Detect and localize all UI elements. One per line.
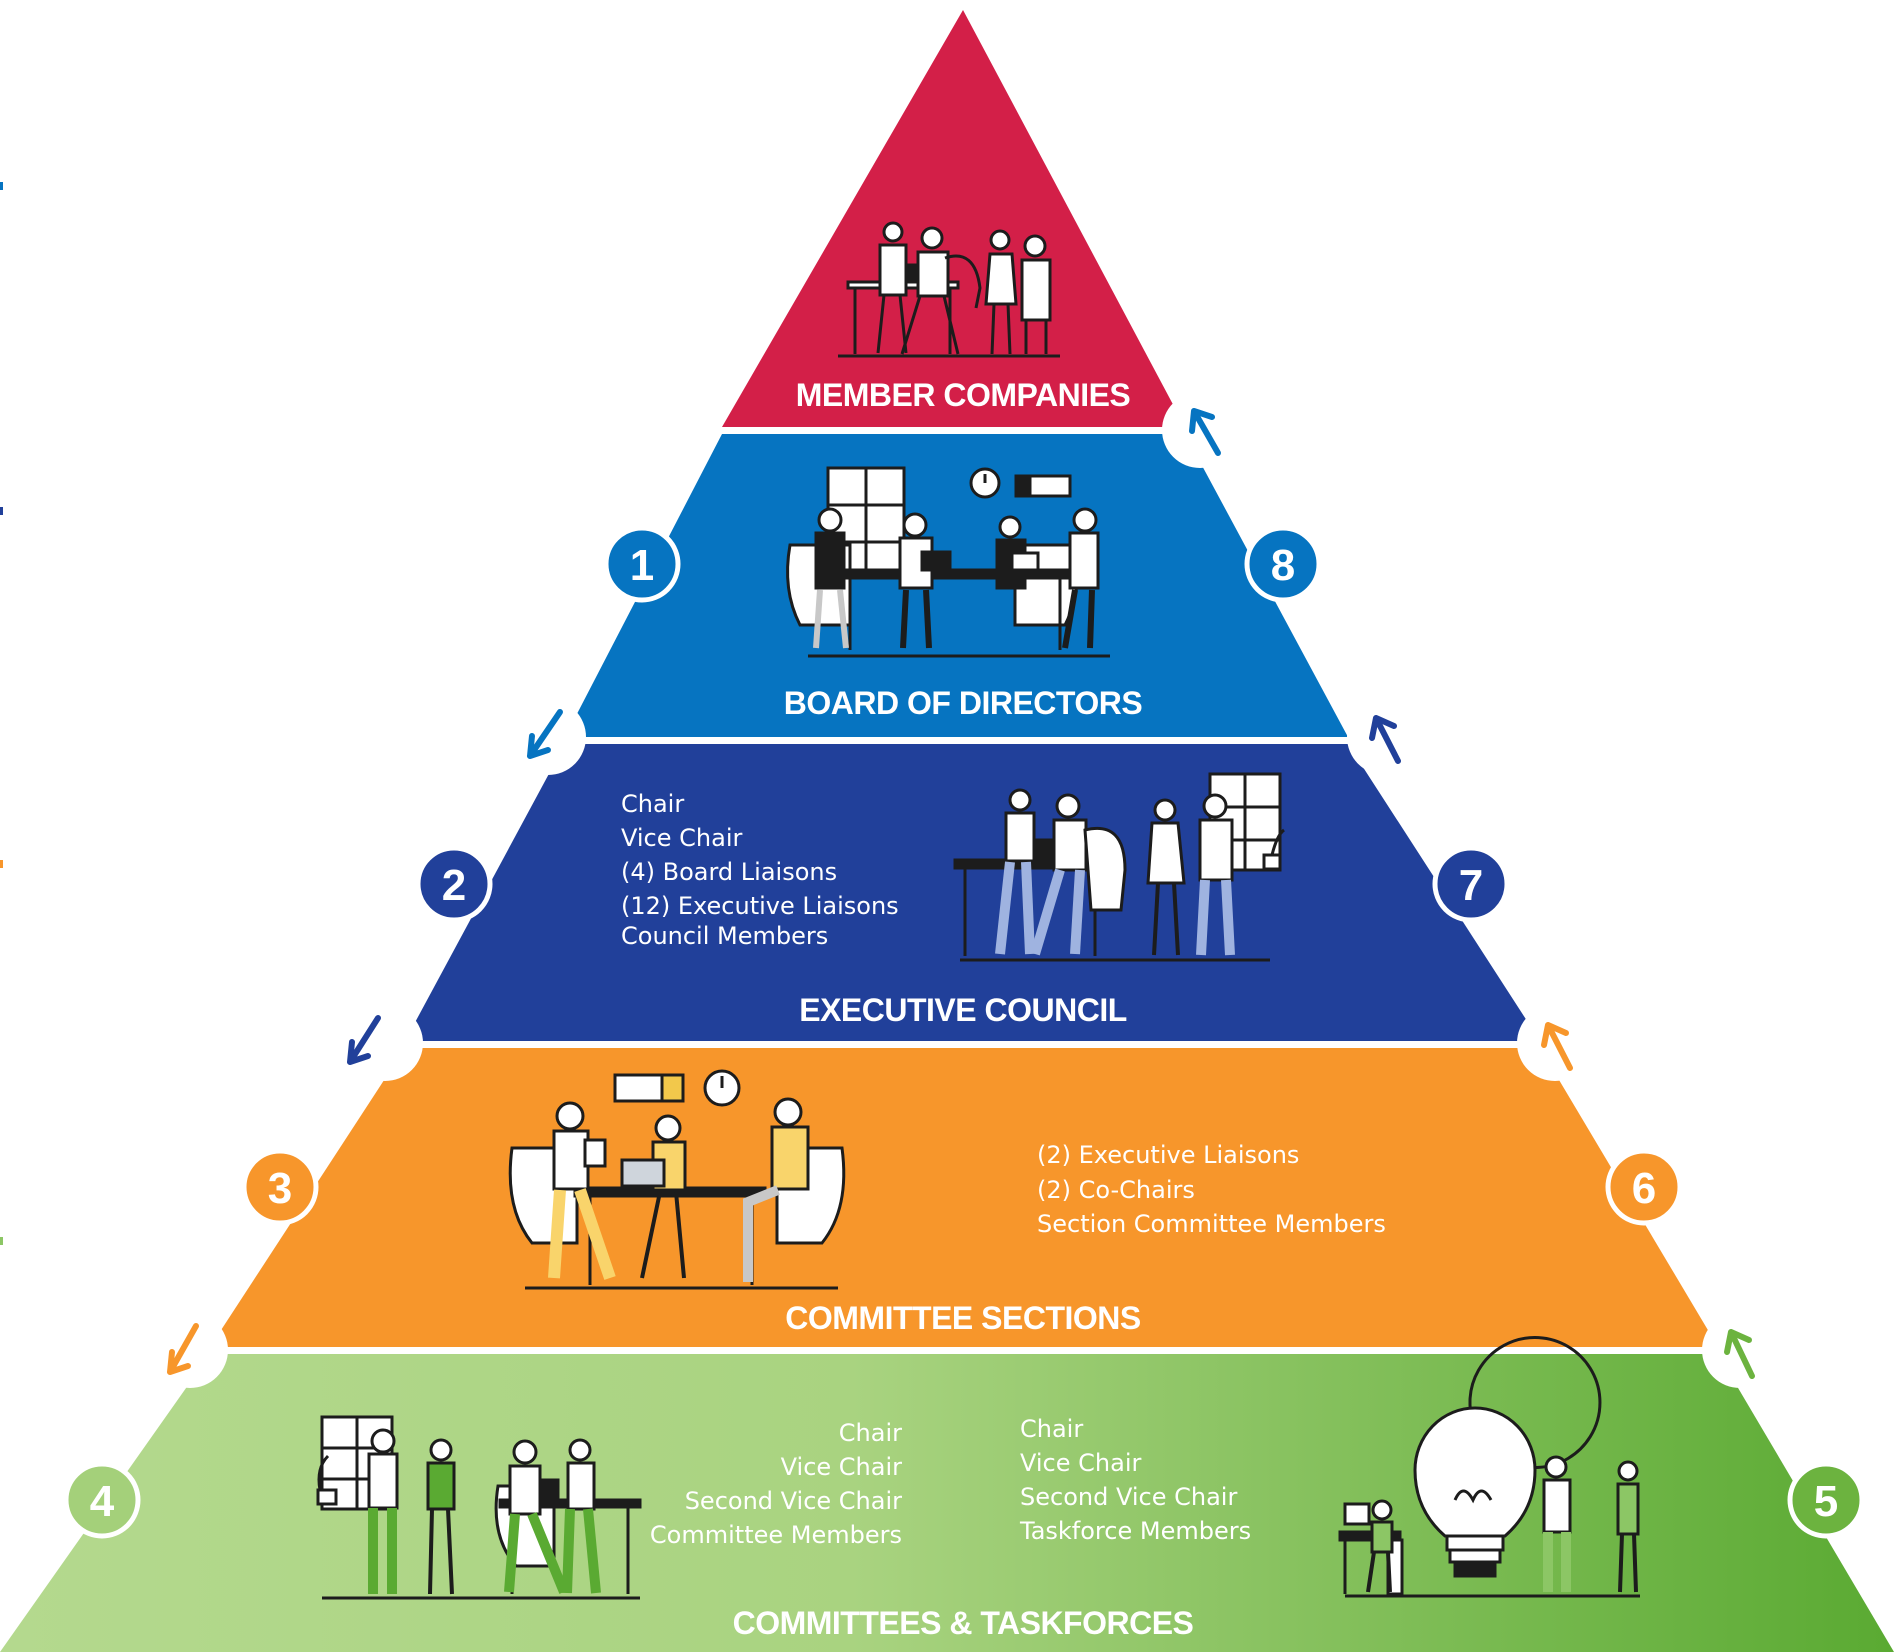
tier-committee-sections <box>210 1048 1718 1347</box>
board-illustration <box>786 466 1110 658</box>
step-number: 7 <box>1459 861 1483 910</box>
taskforces-illustration <box>1338 1336 1640 1598</box>
arrow-down-icon <box>527 709 563 759</box>
arrow-down-icon <box>347 1015 381 1065</box>
step-number: 2 <box>442 861 466 910</box>
arrow-down-icon <box>167 1323 199 1375</box>
step-number: 6 <box>1632 1164 1656 1213</box>
role-line: Second Vice Chair <box>685 1487 902 1515</box>
executive-roles: Chair Vice Chair (4) Board Liaisons (12)… <box>621 790 899 950</box>
step-3: 3 <box>241 1148 319 1226</box>
role-line: Vice Chair <box>781 1453 902 1481</box>
role-line: Taskforce Members <box>1019 1517 1251 1545</box>
arrow-up-icon <box>1189 408 1221 456</box>
taskforce-roles: Chair Vice Chair Second Vice Chair Taskf… <box>1019 1415 1251 1545</box>
role-line: Chair <box>839 1419 902 1447</box>
step-number: 3 <box>268 1164 292 1213</box>
arrow-circle <box>152 1312 228 1388</box>
step-number: 1 <box>630 541 654 590</box>
role-line: Vice Chair <box>621 824 742 852</box>
tier-title-member: MEMBER COMPANIES <box>796 377 1131 413</box>
tier-title-executive: EXECUTIVE COUNCIL <box>799 992 1127 1028</box>
tier-member-companies <box>722 10 1185 427</box>
edge-mark-green <box>0 1237 3 1245</box>
role-line: Chair <box>621 790 684 818</box>
sections-illustration <box>508 1069 846 1290</box>
step-number: 5 <box>1814 1477 1838 1526</box>
arrow-up-icon <box>1541 1022 1573 1071</box>
tier-board-of-directors <box>565 434 1348 737</box>
member-companies-illustration <box>838 221 1060 358</box>
tier-title-committees: COMMITTEES & TASKFORCES <box>733 1605 1194 1641</box>
step-7: 7 <box>1432 845 1510 923</box>
executive-illustration <box>953 772 1285 962</box>
step-4: 4 <box>63 1461 141 1539</box>
step-1: 1 <box>603 525 681 603</box>
tier-committees-taskforces <box>0 1354 1894 1652</box>
sections-roles: (2) Executive Liaisons (2) Co-Chairs Sec… <box>1037 1141 1386 1238</box>
committee-roles: Chair Vice Chair Second Vice Chair Commi… <box>650 1419 902 1549</box>
edge-mark-blue <box>0 182 3 190</box>
step-5: 5 <box>1787 1461 1865 1539</box>
step-number: 8 <box>1271 541 1295 590</box>
role-line: (2) Executive Liaisons <box>1037 1141 1299 1169</box>
flow-arrows <box>152 392 1778 1388</box>
role-line: Chair <box>1020 1415 1083 1443</box>
role-line: Section Committee Members <box>1037 1210 1386 1238</box>
role-line: Vice Chair <box>1020 1449 1141 1477</box>
committees-illustration <box>316 1415 642 1600</box>
arrow-circle <box>1162 392 1238 468</box>
role-line: Council Members <box>621 922 828 950</box>
tier-title-sections: COMMITTEE SECTIONS <box>785 1300 1141 1336</box>
step-2: 2 <box>415 845 493 923</box>
role-line: Committee Members <box>650 1521 902 1549</box>
edge-mark-orange <box>0 860 3 868</box>
arrow-up-icon <box>1724 1329 1755 1379</box>
edge-mark-navy <box>0 507 3 515</box>
arrow-circle <box>347 1005 423 1081</box>
step-8: 8 <box>1244 525 1322 603</box>
arrow-circle <box>510 699 586 775</box>
role-line: (2) Co-Chairs <box>1037 1176 1195 1204</box>
arrow-up-icon <box>1369 715 1401 764</box>
tier-title-board: BOARD OF DIRECTORS <box>784 685 1143 721</box>
step-6: 6 <box>1605 1148 1683 1226</box>
role-line: (12) Executive Liaisons <box>621 892 899 920</box>
role-line: (4) Board Liaisons <box>621 858 837 886</box>
step-number: 4 <box>90 1477 115 1526</box>
role-line: Second Vice Chair <box>1020 1483 1237 1511</box>
